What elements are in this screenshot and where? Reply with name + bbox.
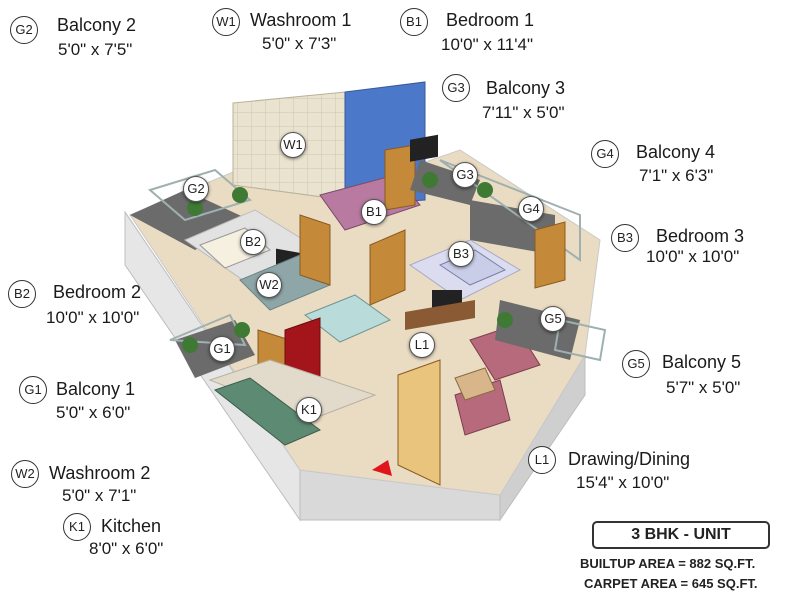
room-dimension: 5'0" x 7'5" — [58, 40, 133, 59]
entry-door — [397, 359, 441, 486]
plant — [477, 182, 493, 198]
room-dimension: 5'0" x 7'1" — [62, 486, 137, 505]
marker-g5: G5 — [540, 306, 566, 332]
room-name: Balcony 3 — [486, 78, 566, 98]
plant — [497, 312, 513, 328]
plant — [234, 322, 250, 338]
room-dimension: 7'11" x 5'0" — [482, 103, 565, 122]
balcony3-floor — [410, 160, 480, 205]
plant — [422, 172, 438, 188]
marker-g2: G2 — [183, 176, 209, 202]
room-dimension: 10'0" x 11'4" — [441, 35, 533, 54]
wardrobe-b3 — [534, 221, 566, 289]
door-b3 — [369, 229, 406, 306]
room-name: Bedroom 2 — [53, 282, 142, 302]
room-name: Drawing/Dining — [568, 449, 691, 469]
code-badge: L1 — [528, 446, 556, 474]
room-name: Washroom 2 — [49, 463, 151, 483]
balcony5-rail — [553, 318, 607, 362]
code-badge: K1 — [63, 513, 91, 541]
marker-w1: W1 — [280, 132, 306, 158]
room-name: Balcony 2 — [57, 15, 137, 35]
room-dimension: 5'0" x 6'0" — [56, 403, 131, 422]
room-name: Balcony 5 — [662, 352, 742, 372]
tv-unit — [405, 300, 475, 330]
code-badge: G3 — [442, 74, 470, 102]
code-badge: W2 — [11, 460, 39, 488]
marker-g1: G1 — [209, 336, 235, 362]
code-badge: G4 — [591, 140, 619, 168]
room-dimension: 10'0" x 10'0" — [46, 308, 140, 327]
room-dimension: 10'0" x 10'0" — [646, 247, 740, 266]
marker-k1: K1 — [296, 397, 322, 423]
wardrobe-b1 — [384, 144, 416, 211]
plant — [232, 187, 248, 203]
dining-table — [304, 294, 392, 343]
marker-w2: W2 — [256, 272, 282, 298]
room-dimension: 8'0" x 6'0" — [89, 539, 164, 558]
entry-arrow — [372, 460, 392, 476]
code-badge: B1 — [400, 8, 428, 36]
kitchen-counter — [213, 377, 321, 446]
room-dimension: 15'4" x 10'0" — [576, 473, 670, 492]
unit-type-badge: 3 BHK - UNIT — [592, 521, 770, 549]
marker-b2: B2 — [240, 229, 266, 255]
marker-l1: L1 — [409, 332, 435, 358]
tv-b3 — [410, 134, 438, 162]
room-name: Balcony 4 — [636, 142, 716, 162]
code-badge: W1 — [212, 8, 240, 36]
balcony-rail-right — [439, 159, 581, 262]
code-badge: B2 — [8, 280, 36, 308]
room-name: Kitchen — [101, 516, 162, 536]
marker-b1: B1 — [361, 199, 387, 225]
room-name: Washroom 1 — [250, 10, 352, 30]
plant — [187, 200, 203, 216]
room-name: Bedroom 1 — [446, 10, 535, 30]
code-badge: G5 — [622, 350, 650, 378]
code-badge: G1 — [19, 376, 47, 404]
marker-g4: G4 — [518, 196, 544, 222]
room-name: Balcony 1 — [56, 379, 136, 399]
carpet-area: CARPET AREA = 645 SQ.FT. — [584, 576, 758, 591]
plant — [182, 337, 198, 353]
room-dimension: 5'0" x 7'3" — [262, 34, 337, 53]
coffee-table — [454, 367, 496, 401]
room-name: Bedroom 3 — [656, 226, 745, 246]
code-badge: B3 — [611, 224, 639, 252]
marker-g3: G3 — [452, 162, 478, 188]
builtup-area: BUILTUP AREA = 882 SQ.FT. — [580, 556, 756, 571]
door-b2 — [299, 214, 331, 286]
room-dimension: 5'7" x 5'0" — [666, 378, 741, 397]
marker-b3: B3 — [448, 241, 474, 267]
room-dimension: 7'1" x 6'3" — [639, 166, 714, 185]
code-badge: G2 — [10, 16, 38, 44]
